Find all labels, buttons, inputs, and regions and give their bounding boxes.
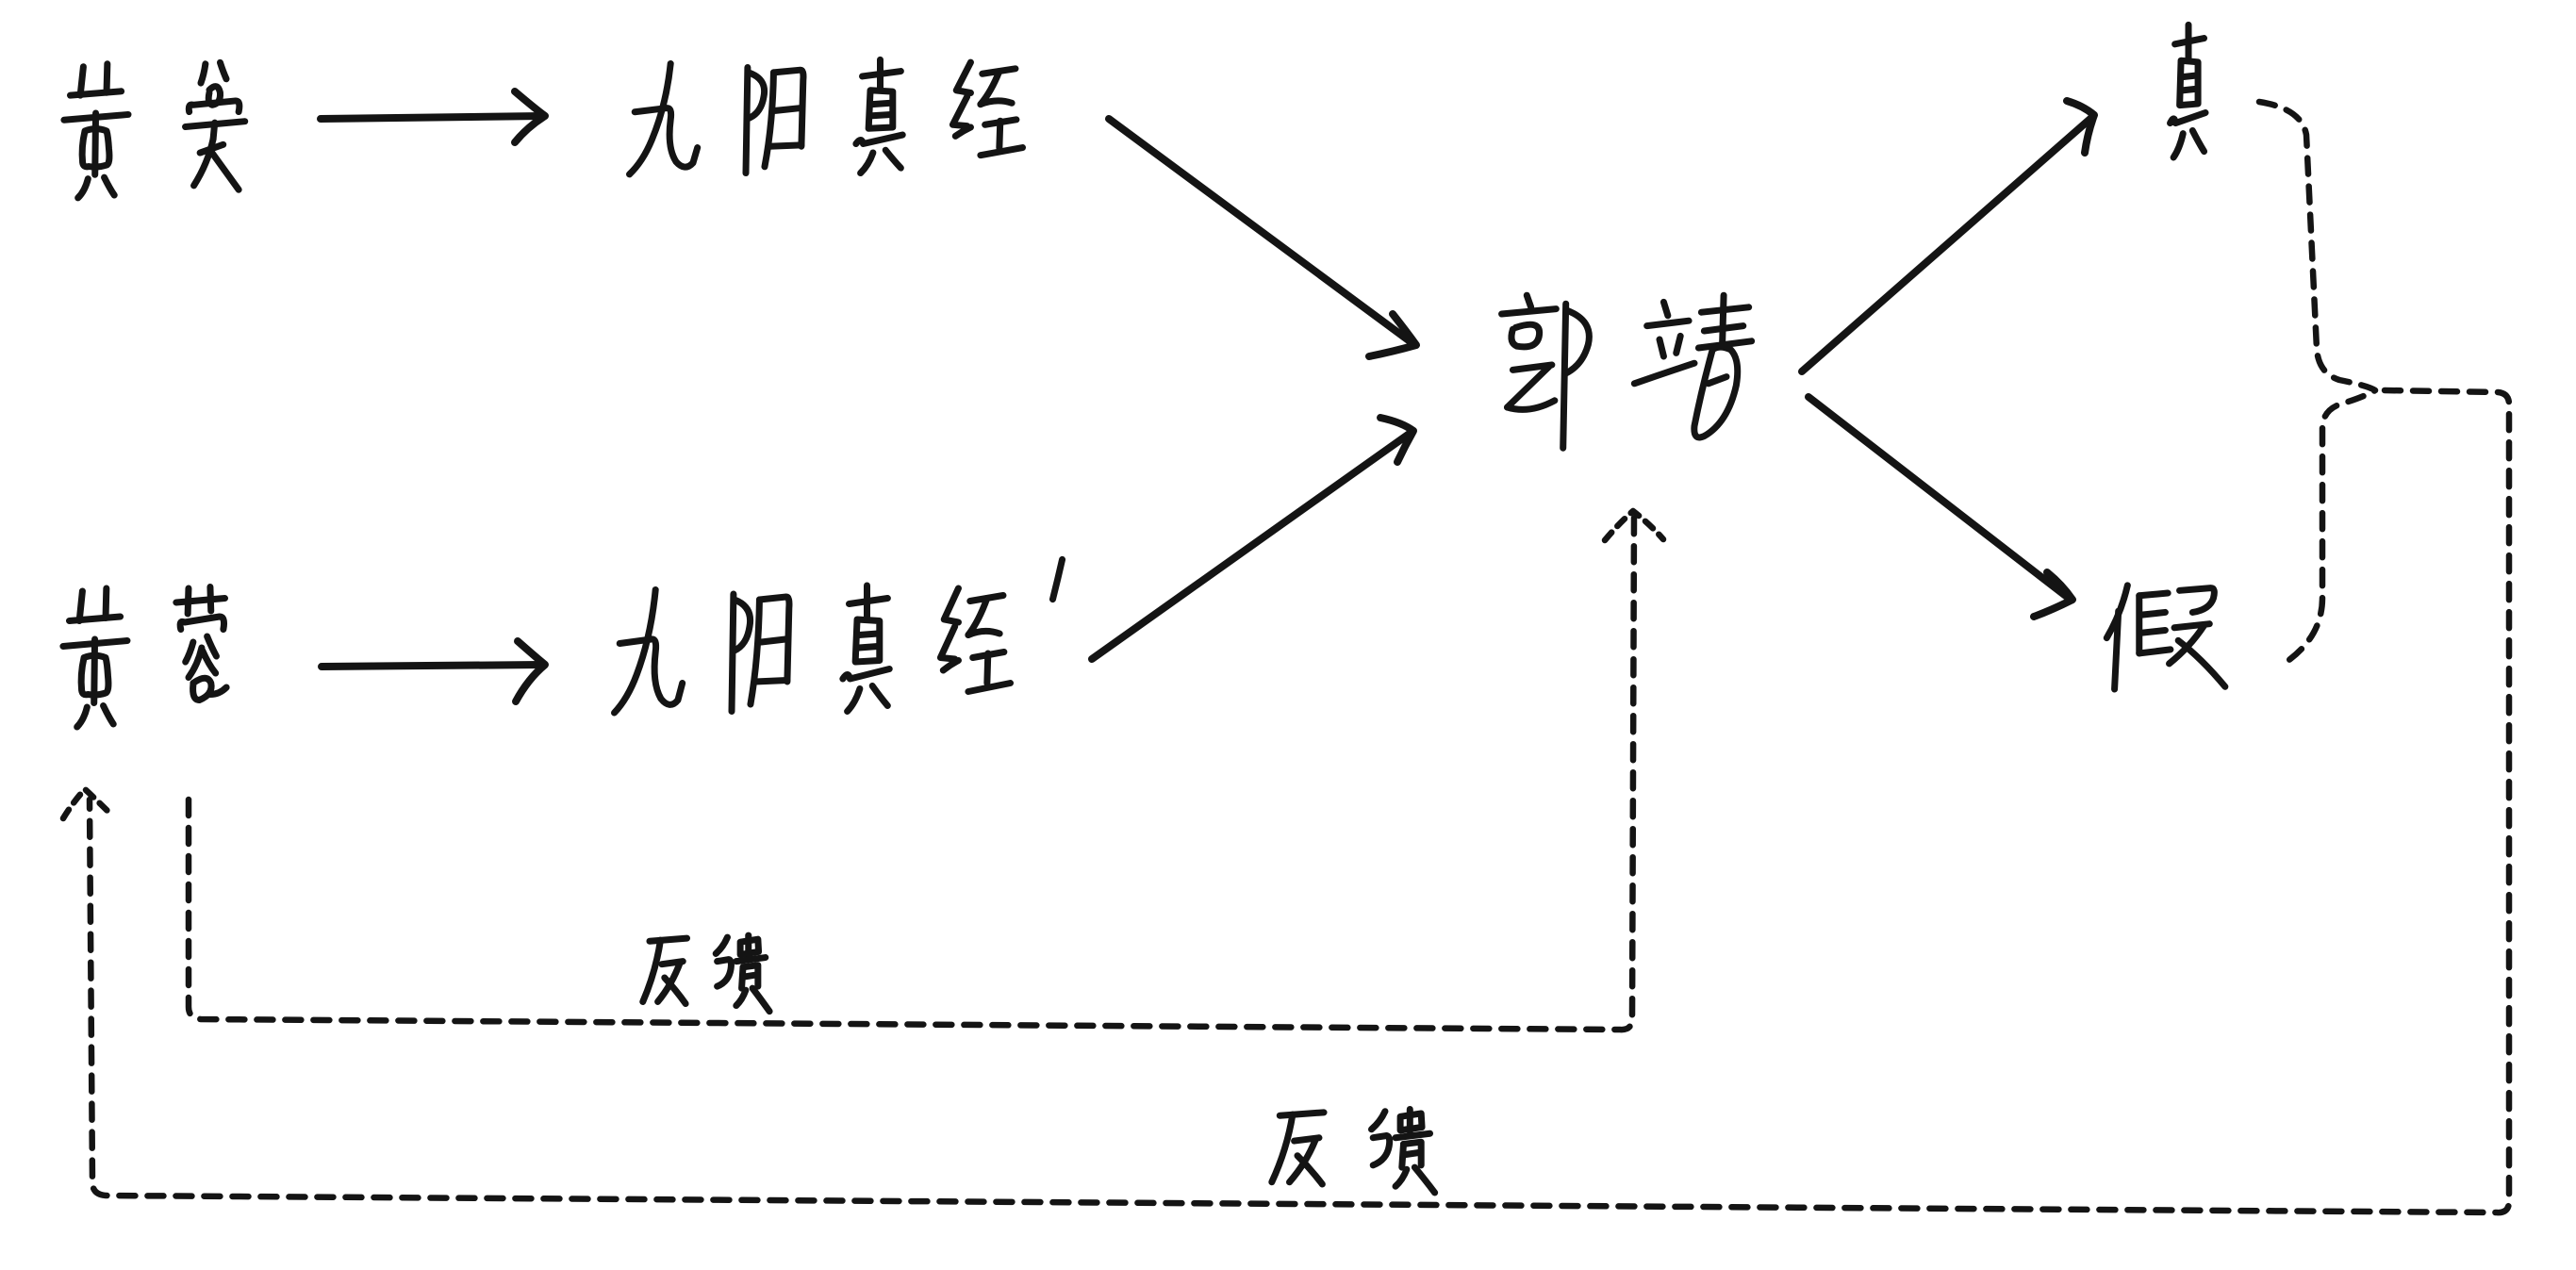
brace-zhen-jia (2255, 98, 2379, 669)
edge-huangrong-to-fake-manual (318, 637, 549, 705)
node-jia-fake (2106, 586, 2225, 689)
edge-huangshang-to-manual (317, 88, 549, 146)
node-zhen-real (2171, 25, 2205, 157)
edge-guojing-to-jia (1805, 393, 2076, 620)
label-feedback-outer (1272, 1109, 1435, 1192)
edge-guojing-to-zhen (1798, 97, 2098, 375)
prime-mark (1052, 559, 1062, 599)
edge-feedback-to-huangrong (86, 387, 2513, 1216)
node-huang-shang (64, 62, 245, 198)
feedback-to-guojing-arrowhead (1601, 507, 1667, 544)
node-huang-rong (63, 587, 226, 728)
edge-feedback-to-guojing (185, 513, 1638, 1033)
edge-manual-to-guojing (1105, 115, 1420, 360)
node-guo-jing (1502, 295, 1752, 448)
edge-fake-manual-to-guojing (1088, 414, 1417, 663)
label-feedback-inner (643, 935, 769, 1012)
feedback-to-huangrong-arrowhead (59, 785, 114, 822)
node-jiuyin-zhenjing-real (630, 59, 1023, 174)
node-jiuyin-zhenjing-fake (615, 586, 1011, 713)
